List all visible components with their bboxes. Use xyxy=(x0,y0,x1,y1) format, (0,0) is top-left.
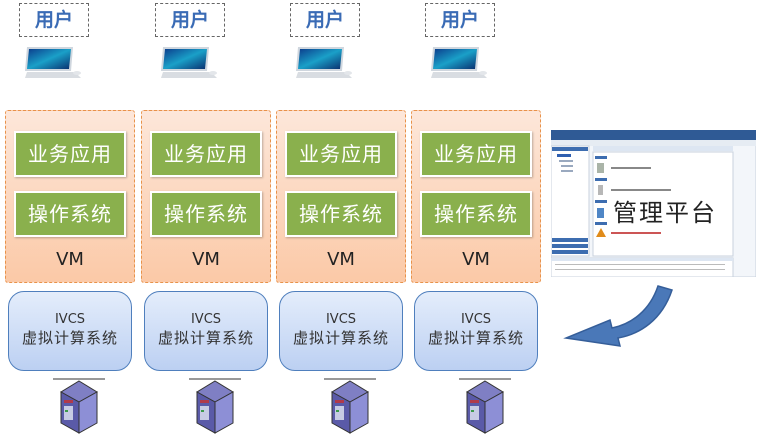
vm-label: VM xyxy=(327,249,355,270)
curved-arrow-icon xyxy=(563,285,673,347)
server-tower-icon xyxy=(331,380,369,434)
user-label: 用户 xyxy=(425,3,495,37)
management-console-screenshot xyxy=(551,130,756,277)
ivcs-box: IVCS 虚拟计算系统 xyxy=(144,291,268,371)
user-label: 用户 xyxy=(19,3,89,37)
vm-container: 业务应用 操作系统 VM xyxy=(5,110,135,283)
ivcs-subtitle: 虚拟计算系统 xyxy=(21,329,118,347)
server-tower-icon xyxy=(60,380,98,434)
vm-label: VM xyxy=(56,249,84,270)
server-tower-icon xyxy=(196,380,234,434)
ivcs-subtitle: 虚拟计算系统 xyxy=(157,329,254,347)
business-application-layer: 业务应用 xyxy=(285,131,397,177)
connector-line xyxy=(324,378,376,380)
vm-container: 业务应用 操作系统 VM xyxy=(141,110,271,283)
ivcs-title: IVCS xyxy=(325,312,357,327)
ivcs-box: IVCS 虚拟计算系统 xyxy=(414,291,538,371)
ivcs-title: IVCS xyxy=(460,312,492,327)
user-label: 用户 xyxy=(290,3,360,37)
business-application-layer: 业务应用 xyxy=(14,131,126,177)
ivcs-subtitle: 虚拟计算系统 xyxy=(427,329,524,347)
operating-system-layer: 操作系统 xyxy=(14,191,126,237)
desktop-computer-icon xyxy=(431,47,487,78)
vm-label: VM xyxy=(462,249,490,270)
host-column-3: 用户 业务应用 操作系统 VM IVCS 虚拟计算系统 xyxy=(276,0,406,438)
host-column-2: 用户 业务应用 操作系统 VM IVCS 虚拟计算系统 xyxy=(141,0,271,438)
connector-line xyxy=(53,378,105,380)
vm-container: 业务应用 操作系统 VM xyxy=(276,110,406,283)
host-column-4: 用户 业务应用 操作系统 VM IVCS 虚拟计算系统 xyxy=(411,0,541,438)
ivcs-title: IVCS xyxy=(190,312,222,327)
desktop-computer-icon xyxy=(25,47,81,78)
operating-system-layer: 操作系统 xyxy=(420,191,532,237)
user-label: 用户 xyxy=(155,3,225,37)
ivcs-box: IVCS 虚拟计算系统 xyxy=(8,291,132,371)
console-title-bar xyxy=(551,130,756,140)
vm-label: VM xyxy=(192,249,220,270)
console-tree-panel xyxy=(551,145,590,257)
operating-system-layer: 操作系统 xyxy=(150,191,262,237)
vm-container: 业务应用 操作系统 VM xyxy=(411,110,541,283)
desktop-computer-icon xyxy=(296,47,352,78)
management-platform-label: 管理平台 xyxy=(613,199,717,227)
operating-system-layer: 操作系统 xyxy=(285,191,397,237)
host-column-1: 用户 业务应用 操作系统 VM IVCS 虚拟计算系统 xyxy=(5,0,135,438)
business-application-layer: 业务应用 xyxy=(150,131,262,177)
server-tower-icon xyxy=(466,380,504,434)
connector-line xyxy=(459,378,511,380)
ivcs-box: IVCS 虚拟计算系统 xyxy=(279,291,403,371)
connector-line xyxy=(189,378,241,380)
ivcs-title: IVCS xyxy=(54,312,86,327)
ivcs-subtitle: 虚拟计算系统 xyxy=(292,329,389,347)
desktop-computer-icon xyxy=(161,47,217,78)
business-application-layer: 业务应用 xyxy=(420,131,532,177)
